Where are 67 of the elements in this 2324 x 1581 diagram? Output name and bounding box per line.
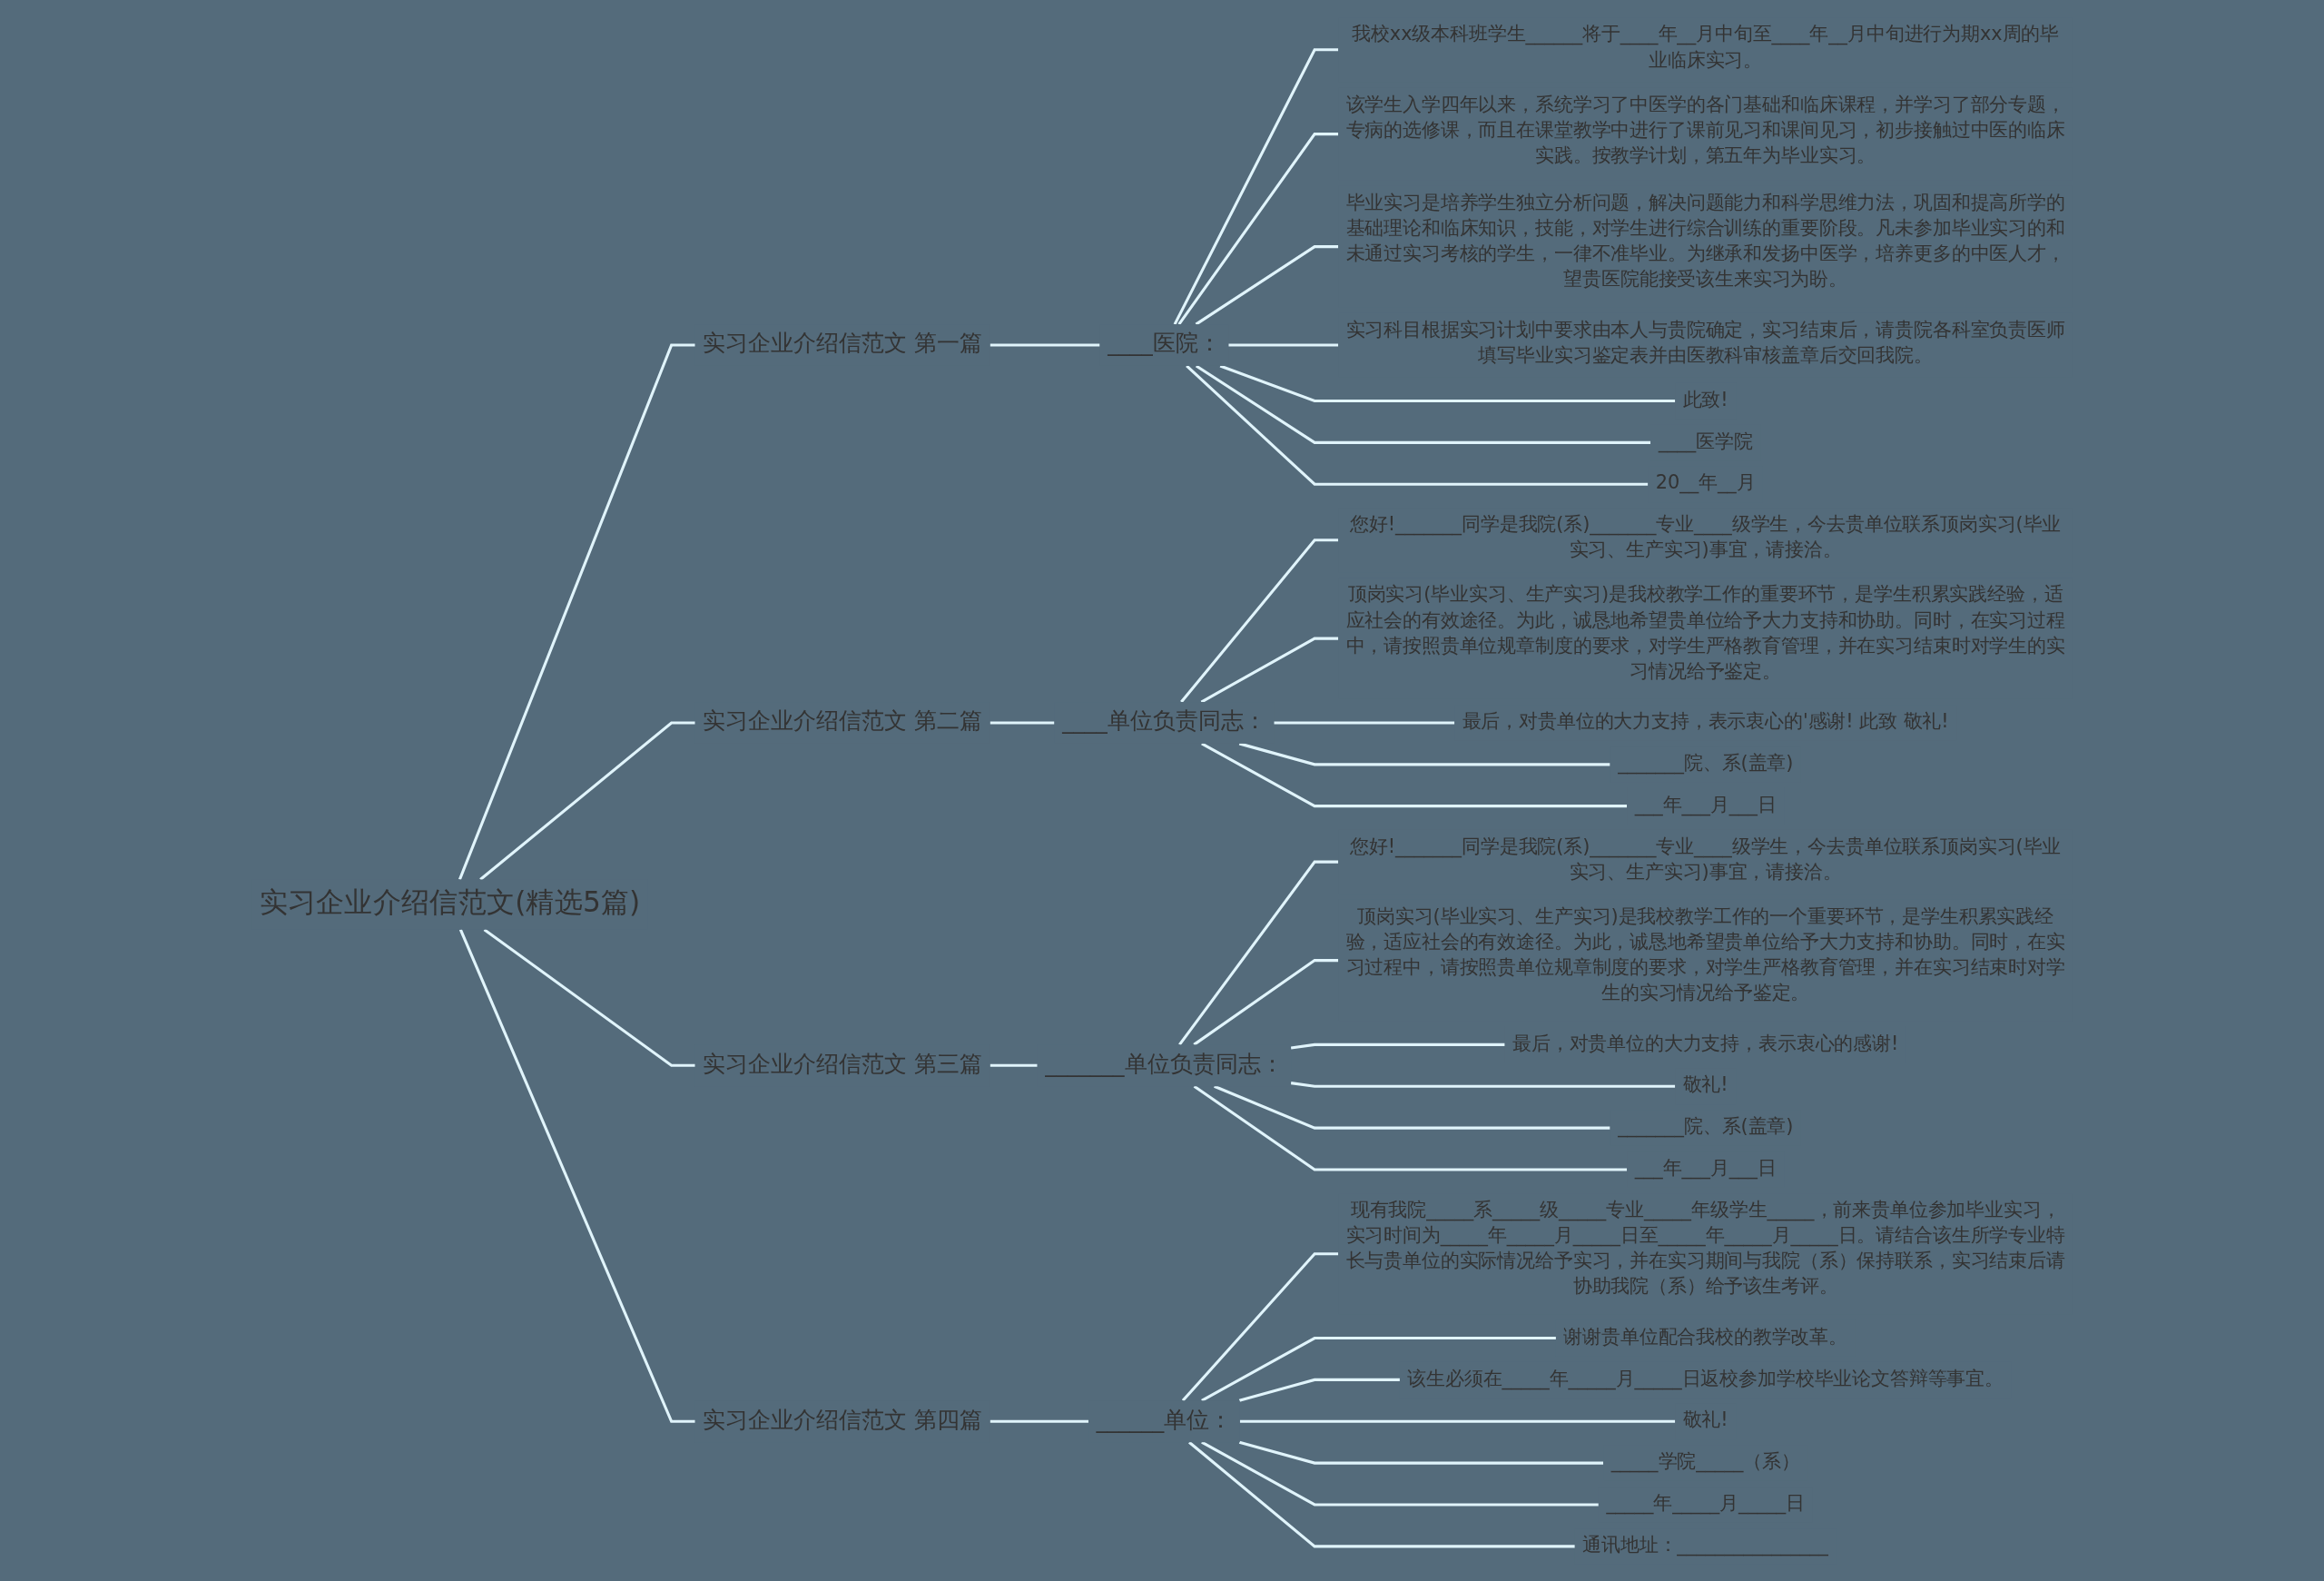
- node-text: _______院、系(盖章): [1617, 1114, 1794, 1138]
- node-text: 我校xx级本科班学生______将于____年__月中旬至____年__月中旬进行为期xx周的毕业临床实习。: [1351, 22, 2059, 71]
- connector: [1195, 244, 1338, 325]
- connector: [1177, 132, 1338, 325]
- connector: [990, 342, 1100, 347]
- node-text: ___年___月___日: [1634, 792, 1777, 815]
- connector: [1193, 1084, 1627, 1171]
- connector: [1238, 741, 1610, 766]
- node-text: _______单位负责同志：: [1044, 1050, 1284, 1077]
- connector: [1193, 958, 1338, 1046]
- node-text: 敬礼!: [1682, 1408, 1728, 1431]
- connector: [990, 1419, 1088, 1423]
- connector: [1181, 1251, 1338, 1401]
- node-text: ______单位：: [1096, 1406, 1233, 1433]
- node-text: _____年_____月_____日: [1605, 1490, 1805, 1514]
- connector: [1238, 1378, 1400, 1402]
- connector: [1200, 637, 1338, 703]
- connector: [1195, 364, 1650, 444]
- node-text: 您好!_______同学是我院(系)_______专业____级学生，今去贵单位联系顶岗实习(毕业实习、生产实习)事宜，请接洽。: [1349, 512, 2062, 561]
- connector: [478, 720, 695, 881]
- connector: [1200, 1440, 1599, 1507]
- node-text: ____医学院: [1658, 429, 1753, 452]
- connector: [1239, 1419, 1676, 1423]
- connector: [990, 720, 1055, 724]
- node-text: 敬礼!: [1682, 1072, 1728, 1096]
- node-text: 该生必须在_____年_____月_____日返校参加学校毕业论文答辩等事宜。: [1407, 1366, 2004, 1389]
- connector: [1200, 1336, 1556, 1402]
- node-text: ___年___月___日: [1634, 1155, 1777, 1179]
- node-text: 最后，对贵单位的大力支持，表示衷心的感谢!: [1512, 1031, 1899, 1054]
- connector: [1173, 47, 1338, 325]
- node-text: _______院、系(盖章): [1617, 750, 1794, 774]
- node-text: ____医院：: [1107, 329, 1221, 357]
- node-text: 实习企业介绍信范文 第一篇: [702, 329, 983, 357]
- connector: [1219, 364, 1676, 402]
- node-text: 该学生入学四年以来，系统学习了中医学的各门基础和临床课程，并学习了部分专题，专病的选修课，而且在课堂教学中进行了课前见习和课间见习，初步接触过中医的临床实践。按教学计划，第五年为毕业实习。: [1345, 92, 2065, 166]
- node-text: 实习企业介绍信范文(精选5篇): [259, 884, 641, 918]
- connector: [1187, 1440, 1575, 1547]
- node-text: 实习企业介绍信范文 第二篇: [702, 707, 983, 734]
- connector: [1177, 860, 1338, 1045]
- node-text: _____学院_____（系）: [1610, 1449, 1800, 1473]
- connector: [1228, 342, 1338, 347]
- connector: [1238, 1440, 1603, 1465]
- node-text: 谢谢贵单位配合我校的教学改革。: [1563, 1324, 1847, 1348]
- connector: [1185, 364, 1649, 486]
- node-text: 通讯地址：________________: [1581, 1532, 1828, 1556]
- connector: [483, 927, 695, 1067]
- node-text: 顶岗实习(毕业实习、生产实习)是我校教学工作的一个重要环节，是学生积累实践经验，适应社会的有效途径。为此，诚恳地希望贵单位给予大力支持和协助。同时，在实习过程中，请按照贵单位规章制度的要求，对学生严格教育管理，并在实习结束时对学生的实习情况给予鉴定。: [1345, 904, 2065, 1004]
- connector: [458, 928, 695, 1423]
- node-text: 实习企业介绍信范文 第三篇: [702, 1050, 983, 1077]
- connector: [1274, 720, 1455, 724]
- connector: [1213, 1084, 1610, 1130]
- connector: [458, 342, 695, 880]
- connector: [1200, 742, 1627, 807]
- node-text: 20__年__月: [1655, 470, 1756, 494]
- node-text: 实习科目根据实习计划中要求由本人与贵院确定，实习结束后，请贵院各科室负责医师填写毕业实习鉴定表并由医教科审核盖章后交回我院。: [1345, 317, 2065, 366]
- node-text: 您好!_______同学是我院(系)_______专业____级学生，今去贵单位联系顶岗实习(毕业实习、生产实习)事宜，请接洽。: [1349, 834, 2062, 883]
- node-text: 实习企业介绍信范文 第四篇: [702, 1406, 983, 1433]
- node-text: 顶岗实习(毕业实习、生产实习)是我校教学工作的重要环节，是学生积累实践经验，适应社会的有效途径。为此，诚恳地希望贵单位给予大力支持和协助。同时，在实习过程中，请按照贵单位规章制度的要求，对学生严格教育管理，并在实习结束时对学生的实习情况给予鉴定。: [1345, 582, 2065, 682]
- node-text: 现有我院_____系_____级_____专业_____年级学生_____，前来贵单位参加毕业实习，实习时间为_____年_____月_____日至_____年_____月_____日。请结合该生所学专业特长与贵单位的实际情况给予实习，并在实习期间与我院（系）保持联系，实习结束后请协助我院（系）给予该生考评。: [1345, 1197, 2065, 1298]
- node-text: 最后，对贵单位的大力支持，表示衷心的'感谢! 此致 敬礼!: [1462, 708, 1949, 732]
- connector: [990, 1063, 1038, 1067]
- node-text: 毕业实习是培养学生独立分析问题，解决问题能力和科学思维力法，巩固和提高所学的基础理论和临床知识，技能，对学生进行综合训练的重要阶段。凡未参加毕业实习的和未通过实习考核的学生，一律不准毕业。为继承和发扬中医学，培养更多的中医人才，望贵医院能接受该生来实习为盼。: [1345, 190, 2065, 291]
- connector: [1290, 1081, 1676, 1088]
- node-text: 此致!: [1682, 387, 1728, 410]
- node-text: ____单位负责同志：: [1061, 707, 1266, 734]
- connector: [1290, 1042, 1505, 1050]
- connector: [1179, 538, 1338, 703]
